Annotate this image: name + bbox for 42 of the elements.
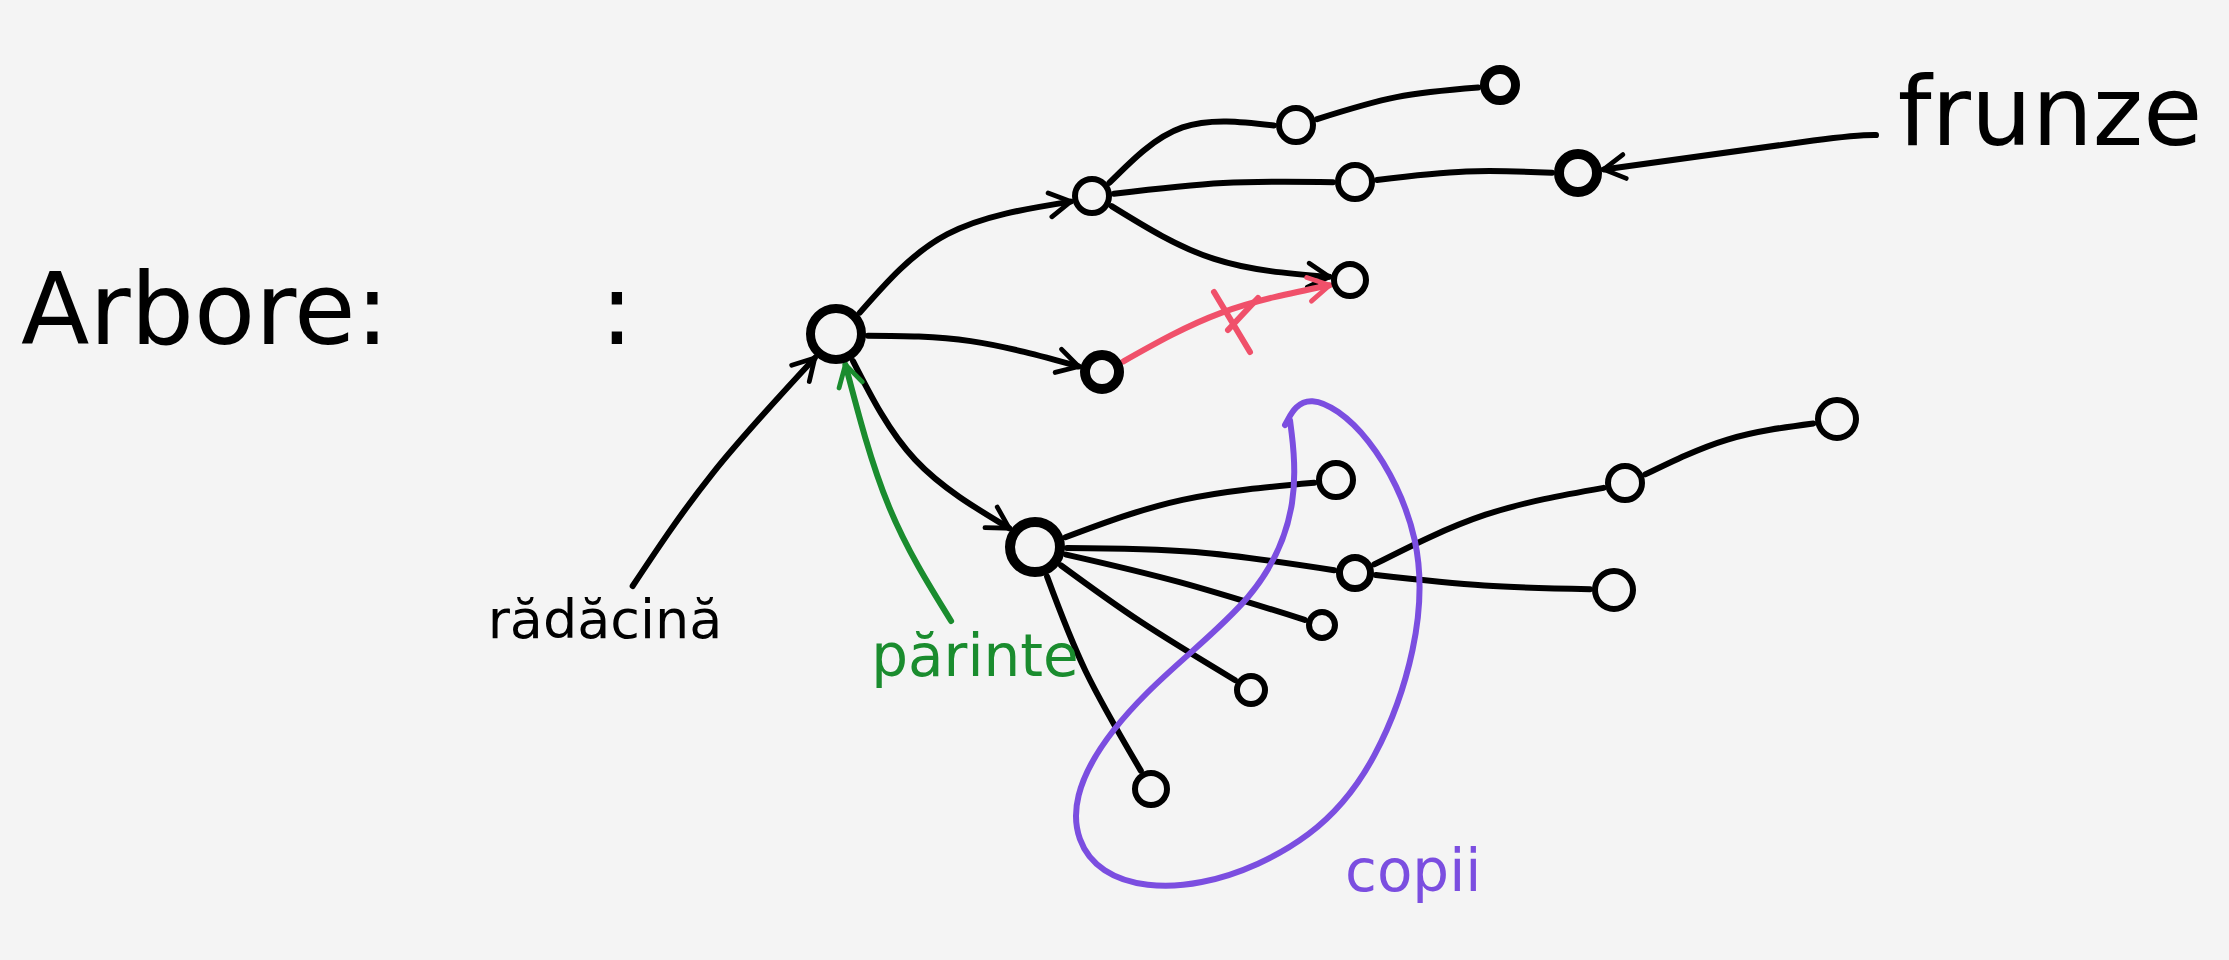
arrow [1108, 203, 1333, 290]
tree-edge [1373, 168, 1555, 183]
node-label: frunze [1880, 60, 2220, 180]
tree-node [1554, 149, 1602, 197]
node-label: rădăcină [440, 590, 770, 660]
tree-edge [1062, 479, 1318, 541]
node-label: părinte [850, 625, 1100, 705]
tree-edge [1642, 420, 1817, 478]
colon-mark: : [600, 255, 634, 365]
tree-node [1276, 105, 1316, 145]
tree-node [1331, 261, 1369, 299]
tree-node [1815, 397, 1859, 441]
tree-node [1080, 350, 1124, 394]
group-label: copii [1345, 840, 1482, 904]
arrow [836, 361, 955, 624]
tree-edge [1371, 484, 1607, 568]
arrow [864, 332, 1082, 375]
arrow [850, 358, 1013, 532]
arrow [856, 190, 1074, 316]
tree-node [1336, 554, 1374, 592]
tree-node [1335, 162, 1375, 202]
tree-node [1132, 770, 1170, 808]
tree-edge [1314, 84, 1482, 123]
diagram-title: Arbore: [21, 255, 390, 365]
tree-node [1005, 517, 1065, 577]
tree-node [1306, 609, 1338, 641]
arrow [1120, 275, 1333, 365]
tree-node [1234, 673, 1268, 707]
arrow [1600, 132, 1879, 181]
tree-edge [1064, 545, 1338, 574]
tree-node [1592, 568, 1636, 612]
tree-node [1072, 176, 1112, 216]
tree-edge [1110, 178, 1336, 197]
tree-edge [1044, 573, 1144, 774]
tree-node [1480, 65, 1520, 105]
tree-edge [1063, 551, 1308, 623]
arrow [629, 354, 818, 589]
tree-node [1316, 460, 1356, 500]
tree-node [806, 304, 866, 364]
tree-edge [1106, 118, 1277, 186]
tree-node [1605, 463, 1645, 503]
tree-edge [1372, 572, 1593, 593]
